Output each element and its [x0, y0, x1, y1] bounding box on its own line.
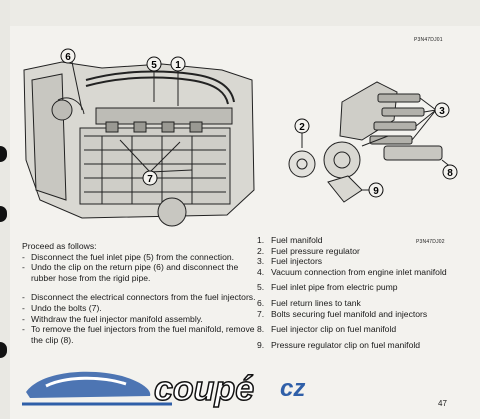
procedure-step: -Undo the clip on the return pipe (6) an…	[22, 262, 239, 283]
legend-item: 8.Fuel injector clip on fuel manifold	[257, 324, 397, 335]
procedure-step: -To remove the fuel injectors from the f…	[22, 324, 255, 345]
previous-page-edge	[10, 0, 480, 26]
procedure-step: -Disconnect the electrical connectors fr…	[22, 292, 256, 303]
legend-item: 6.Fuel return lines to tank	[257, 297, 361, 308]
callout-5: 5	[151, 60, 157, 71]
legend-item: 5.Fuel inlet pipe from electric pump	[257, 282, 398, 293]
parts-legend: 1.Fuel manifold 2.Fuel pressure regulato…	[257, 235, 472, 350]
engine-fuel-system-illustration: 6 5 1 7 2 3 8 9	[23, 48, 458, 227]
callout-1: 1	[175, 60, 181, 71]
procedure-step: -Undo the bolts (7).	[22, 302, 102, 313]
callout-8: 8	[447, 168, 453, 179]
callout-9: 9	[373, 186, 379, 197]
procedure-text: Proceed as follows: -Disconnect the fuel…	[22, 241, 260, 345]
callout-6: 6	[65, 52, 71, 63]
figure-id-right: P3N47DJ02	[416, 239, 445, 245]
legend-item: 2.Fuel pressure regulator	[257, 245, 360, 256]
binder-hole-middle	[0, 206, 7, 222]
callout-3: 3	[439, 106, 445, 117]
binder-hole-bottom	[0, 342, 7, 358]
binder-hole-top	[0, 146, 7, 162]
procedure-step: -Withdraw the fuel injector manifold ass…	[22, 313, 203, 324]
legend-item: 1.Fuel manifold	[257, 235, 323, 245]
procedure-intro: Proceed as follows:	[22, 241, 97, 251]
page-number: 47	[438, 399, 447, 408]
watermark-suffix: cz	[280, 375, 305, 402]
legend-item: 7.Bolts securing fuel manifold and injec…	[257, 308, 428, 319]
figure-id-left: P3N47DJ01	[414, 37, 443, 43]
callout-2: 2	[299, 122, 305, 133]
legend-item: 4.Vacuum connection from engine inlet ma…	[257, 266, 447, 277]
watermark-brand: coupé	[154, 370, 254, 408]
manual-page: P3N47DJ01 P3N47DJ02	[10, 0, 480, 419]
legend-item: 9.Pressure regulator clip on fuel manifo…	[257, 339, 421, 350]
callout-7: 7	[147, 174, 153, 185]
legend-item: 3.Fuel injectors	[257, 256, 323, 267]
coupe-cz-watermark-logo: coupé cz	[22, 369, 305, 409]
procedure-step: -Disconnect the fuel inlet pipe (5) from…	[22, 251, 235, 262]
